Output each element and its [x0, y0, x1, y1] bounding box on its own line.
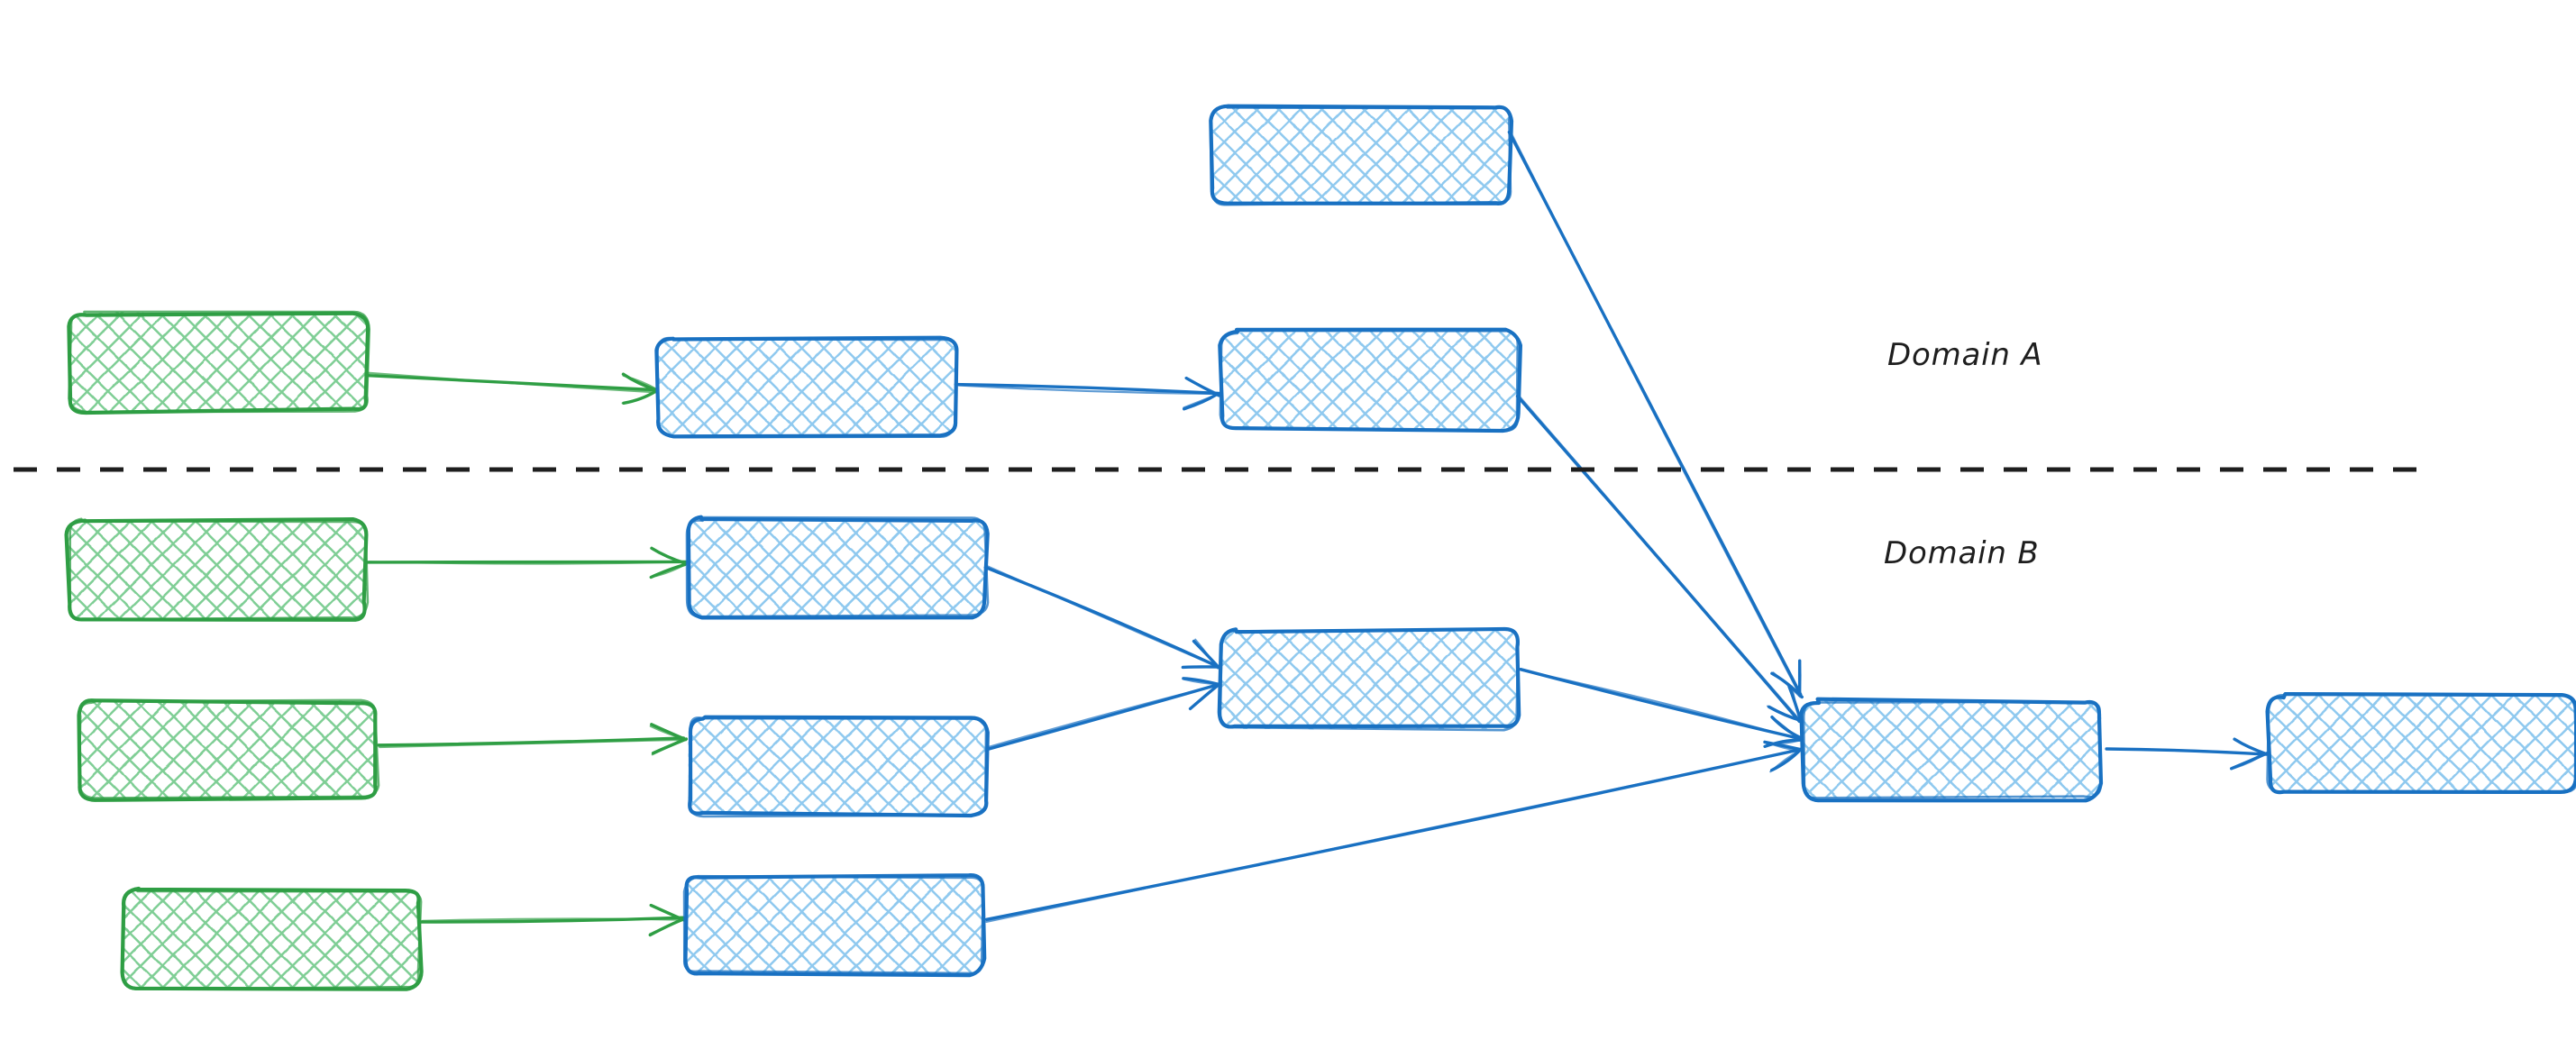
edge-arrowhead	[1183, 392, 1221, 409]
edge-e7[interactable]	[419, 903, 686, 937]
node-b-src-1[interactable]	[64, 517, 370, 622]
node-b-src-3[interactable]	[120, 886, 424, 991]
edge-shaft	[2106, 747, 2266, 755]
edge-arrowhead	[652, 563, 687, 578]
node-fill	[657, 337, 956, 436]
node-b-mid-2[interactable]	[688, 715, 990, 818]
node-outline	[121, 887, 423, 990]
edge-shaft	[379, 738, 685, 749]
edge-e8[interactable]	[983, 565, 1220, 670]
edge-arrowhead	[1184, 377, 1219, 395]
node-fill	[684, 875, 982, 974]
node-outline	[1802, 700, 2103, 799]
node-outline	[69, 517, 370, 621]
edge-arrowhead	[649, 917, 683, 935]
edge-arrowhead	[2233, 752, 2267, 770]
edge-shaft	[368, 561, 687, 565]
edge-e12[interactable]	[2105, 737, 2269, 771]
domain-b-label: Domain B	[1884, 535, 2039, 571]
edge-e11[interactable]	[984, 740, 1804, 923]
node-a-top[interactable]	[1209, 104, 1514, 206]
edge-arrowhead	[1772, 671, 1802, 698]
node-outline	[688, 716, 988, 818]
edge-shaft	[954, 382, 1220, 396]
edge-shaft	[989, 684, 1219, 748]
edge-arrowhead	[1190, 684, 1219, 710]
edge-shaft	[421, 917, 685, 922]
node-a-mid-2[interactable]	[1218, 327, 1522, 433]
node-b-final[interactable]	[2265, 692, 2576, 795]
edge-arrowhead	[1181, 665, 1219, 669]
node-outline	[78, 698, 380, 799]
node-outline	[682, 874, 985, 975]
edge-arrowhead	[649, 725, 687, 741]
edge-arrowhead	[649, 904, 686, 921]
node-outline	[1219, 329, 1520, 433]
edge-arrowhead	[1767, 705, 1802, 722]
node-fill	[688, 716, 987, 816]
edge-arrowhead	[622, 374, 659, 391]
node-fill	[79, 701, 377, 799]
edge-arrowhead	[1798, 660, 1802, 698]
node-outline	[1799, 697, 2104, 803]
edge-e2[interactable]	[954, 377, 1221, 411]
node-outline	[656, 336, 958, 439]
node-a-src-1[interactable]	[67, 310, 370, 415]
node-fill	[2269, 695, 2576, 793]
node-outline	[2266, 693, 2576, 794]
node-b-sink[interactable]	[1799, 697, 2104, 803]
node-b-mid-1[interactable]	[685, 515, 990, 620]
node-b-src-2[interactable]	[77, 698, 380, 802]
node-fill	[69, 313, 368, 412]
edge-arrowhead	[1771, 716, 1801, 741]
edge-shaft	[986, 565, 1219, 668]
edge-e4[interactable]	[1507, 130, 1804, 699]
edge-e1[interactable]	[365, 371, 659, 405]
edge-arrowhead	[650, 547, 686, 566]
node-outline	[1219, 627, 1520, 732]
edge-shaft	[1515, 394, 1802, 724]
node-fill	[1211, 105, 1510, 205]
nodes-layer	[64, 104, 2576, 991]
edge-shaft	[1510, 132, 1801, 697]
edge-arrowhead	[2233, 738, 2268, 755]
edges-layer	[365, 130, 2269, 937]
edge-e6[interactable]	[377, 723, 689, 756]
node-outline	[68, 310, 370, 414]
edge-arrowhead	[1183, 678, 1220, 686]
domain-a-label: Domain A	[1887, 337, 2042, 373]
edge-shaft	[985, 748, 1803, 923]
node-b-mid-3[interactable]	[682, 873, 987, 978]
edge-arrowhead	[1763, 738, 1802, 748]
edge-e10[interactable]	[1519, 668, 1803, 748]
node-fill	[122, 889, 421, 989]
edge-arrowhead	[1763, 741, 1801, 753]
node-b-agg[interactable]	[1217, 626, 1521, 732]
node-outline	[685, 515, 990, 618]
edge-shaft	[365, 371, 659, 394]
node-fill	[688, 518, 986, 617]
node-fill	[1220, 331, 1520, 430]
node-fill	[1220, 630, 1520, 729]
edge-shaft	[1520, 669, 1803, 741]
edge-shaft	[957, 384, 1221, 396]
edge-shaft	[1518, 396, 1801, 721]
node-a-mid-1[interactable]	[654, 335, 959, 439]
edge-e3[interactable]	[1515, 394, 1804, 724]
node-fill	[68, 520, 367, 619]
edge-e5[interactable]	[365, 546, 689, 579]
node-outline	[1209, 104, 1512, 206]
edge-e9[interactable]	[987, 677, 1221, 751]
node-fill	[1802, 700, 2101, 798]
edge-arrowhead	[621, 390, 656, 405]
edge-arrowhead	[1194, 638, 1219, 670]
